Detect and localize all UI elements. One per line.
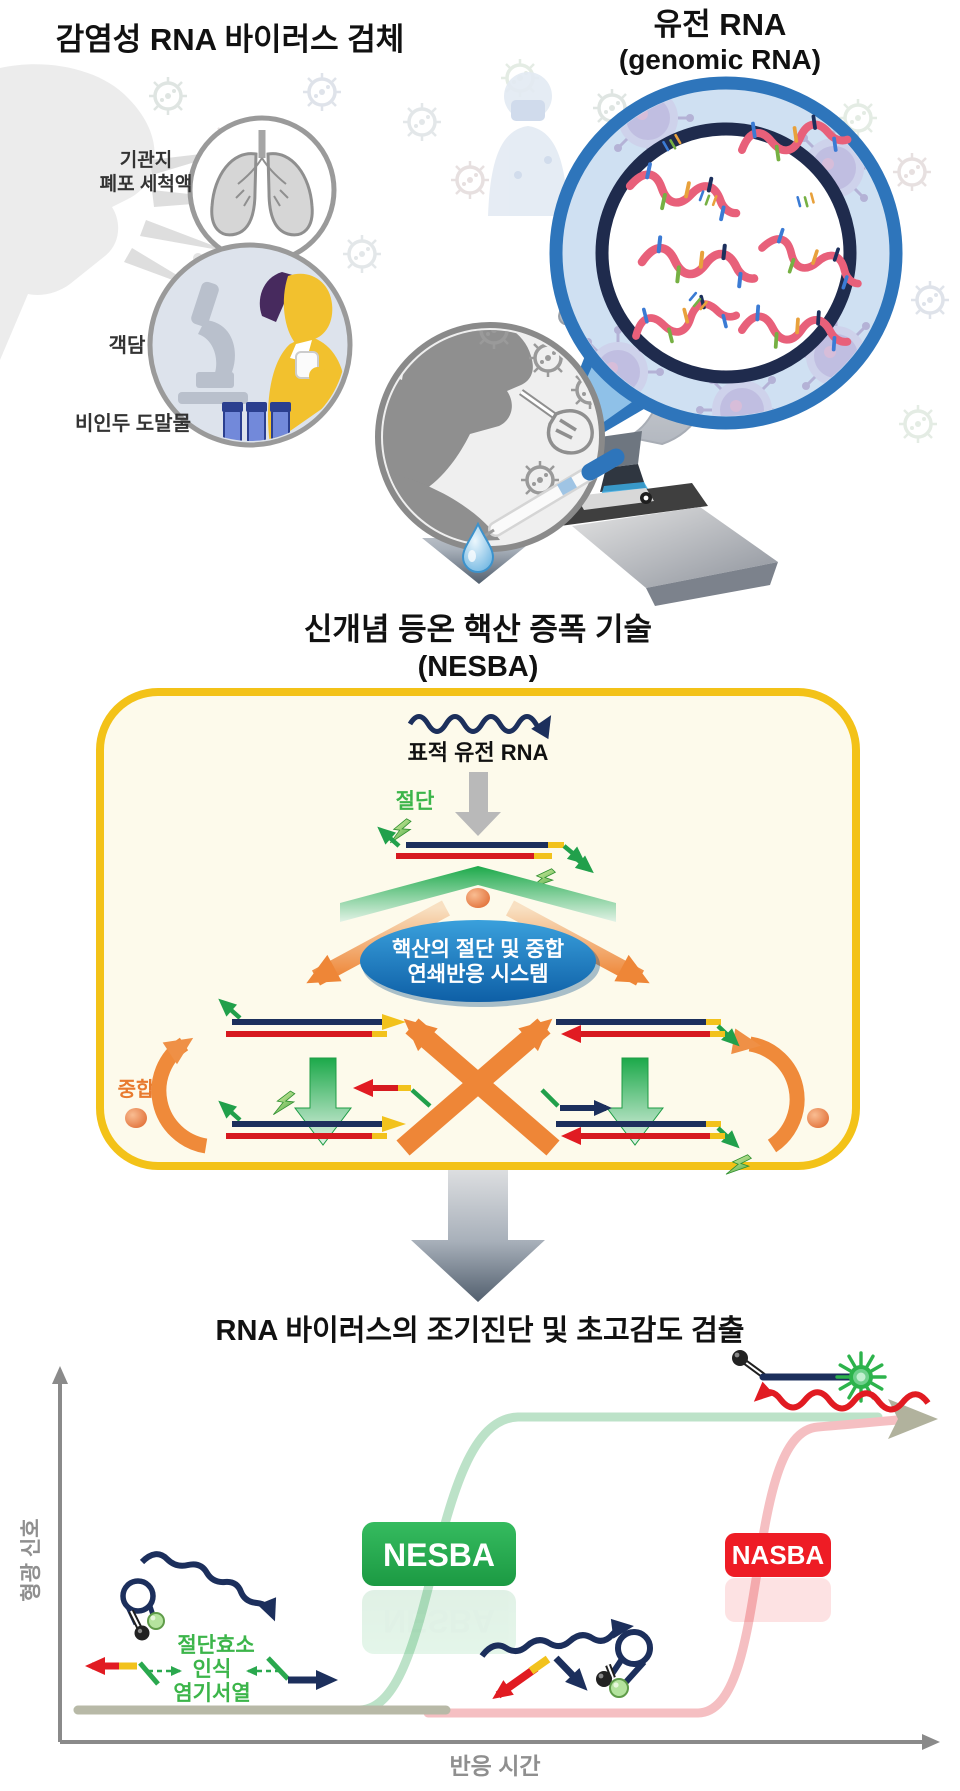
rna-wave-left [139, 1551, 277, 1622]
nasba-badge: NASBA [725, 1533, 831, 1622]
lungs-icon [210, 130, 314, 237]
cleaved-primer-icon [492, 1655, 551, 1700]
enzyme-label-line1: 절단효소 [177, 1634, 254, 1657]
duplex-upper-right [556, 1019, 740, 1047]
enzyme-recognition-label: 절단효소 인식 염기서열 [173, 1634, 254, 1705]
graph-title: RNA 바이러스의 조기진단 및 초고감도 검출 [216, 1314, 745, 1347]
sputum-label: 객담 [109, 334, 146, 357]
patient-icon [259, 272, 346, 441]
cross-exchange-arrows [396, 1018, 560, 1156]
cleavage-label: 절단 [396, 790, 435, 813]
navy-arrow-down [553, 1655, 588, 1691]
detection-graph-section: RNA 바이러스의 조기진단 및 초고감도 검출 형광 신호 반응 시간 NES… [19, 1314, 940, 1779]
swab-label: 비인두 도말물 [75, 412, 191, 435]
rna-wave-middle [479, 1618, 634, 1658]
primer-left-icon [85, 1657, 160, 1686]
bronchial-label-line2: 폐포 세척액 [100, 173, 193, 195]
duplex-bottom-left [218, 1087, 406, 1139]
cycle-arrow-right [731, 1028, 805, 1153]
nesba-section: 신개념 등온 핵산 증폭 기술 (NESBA) 표적 유전 RNA 절단 핵산의… [96, 612, 860, 1302]
microscope-silhouette-icon [178, 281, 248, 404]
beacon-open-fluorescing [732, 1350, 931, 1413]
molecular-beacon-closed-icon-2 [596, 1629, 653, 1698]
orange-ball-right [807, 1108, 829, 1128]
plateau-arrowhead [888, 1399, 938, 1439]
nasba-badge-label: NASBA [732, 1540, 825, 1570]
test-tubes-icon [222, 402, 291, 441]
polymerization-label: 중합 [118, 1078, 155, 1101]
beacon-group-middle [479, 1618, 653, 1700]
nasopharyngeal-swab-icon [383, 330, 597, 544]
primer-fragment-left [353, 1079, 432, 1108]
genomic-title-line1: 유전 RNA [654, 7, 787, 42]
ellipse-label-line2: 연쇄반응 시스템 [407, 963, 548, 986]
swab-stick-icon [477, 448, 625, 542]
target-rna-wave-icon [407, 714, 552, 740]
duplex-upper-left [218, 998, 406, 1037]
green-chevron [340, 866, 616, 922]
y-axis-arrowhead [52, 1366, 68, 1384]
orange-ball-left [125, 1108, 147, 1128]
axes [58, 1380, 924, 1744]
sputum-circle [147, 242, 353, 448]
primer-fragment-right [540, 1088, 612, 1116]
nesba-title-line1: 신개념 등온 핵산 증폭 기술 [304, 612, 652, 647]
molecular-beacon-closed-icon [120, 1578, 165, 1641]
gray-small-arrow [455, 772, 501, 836]
specimen-section: 감염성 RNA 바이러스 검체 유전 RNA (genomic RNA) 기관지… [0, 7, 951, 606]
duplex-center [377, 826, 594, 897]
droplet-icon [461, 521, 495, 573]
x-axis-label: 반응 시간 [449, 1753, 540, 1779]
nesba-badge: NESBA NESBA [362, 1522, 516, 1654]
beacon-group-left: 절단효소 인식 염기서열 [85, 1551, 338, 1705]
reaction-system-ellipse: 핵산의 절단 및 중합 연쇄반응 시스템 [360, 920, 600, 1007]
orange-ball-center [466, 888, 490, 908]
down-arrow-2 [411, 1150, 545, 1302]
lungs-circle [187, 115, 337, 265]
enzyme-label-line3: 염기서열 [173, 1682, 250, 1705]
ellipse-label-line1: 핵산의 절단 및 중합 [392, 938, 564, 961]
genomic-magnifier-circle [549, 76, 903, 430]
nasba-curve [423, 1414, 913, 1718]
x-axis-arrowhead [922, 1734, 940, 1750]
enzyme-label-line2: 인식 [193, 1658, 232, 1681]
bronchial-label: 기관지 폐포 세척액 [100, 149, 193, 195]
bronchial-label-line1: 기관지 [120, 149, 172, 171]
target-rna-label: 표적 유전 RNA [408, 740, 549, 765]
primer-right-icon [266, 1656, 338, 1690]
svg-text:NESBA: NESBA [383, 1603, 495, 1639]
cycle-arrow-left [151, 1037, 208, 1154]
nesba-title-line2: (NESBA) [418, 651, 539, 683]
specimen-title: 감염성 RNA 바이러스 검체 [56, 22, 405, 57]
nesba-badge-label: NESBA [383, 1537, 495, 1573]
duplex-bottom-right [556, 1121, 754, 1183]
genomic-title-line2: (genomic RNA) [619, 44, 821, 75]
faint-person-icon [488, 72, 568, 216]
y-axis-label: 형광 신호 [19, 1518, 43, 1601]
rna-wave-top-right [753, 1381, 931, 1413]
